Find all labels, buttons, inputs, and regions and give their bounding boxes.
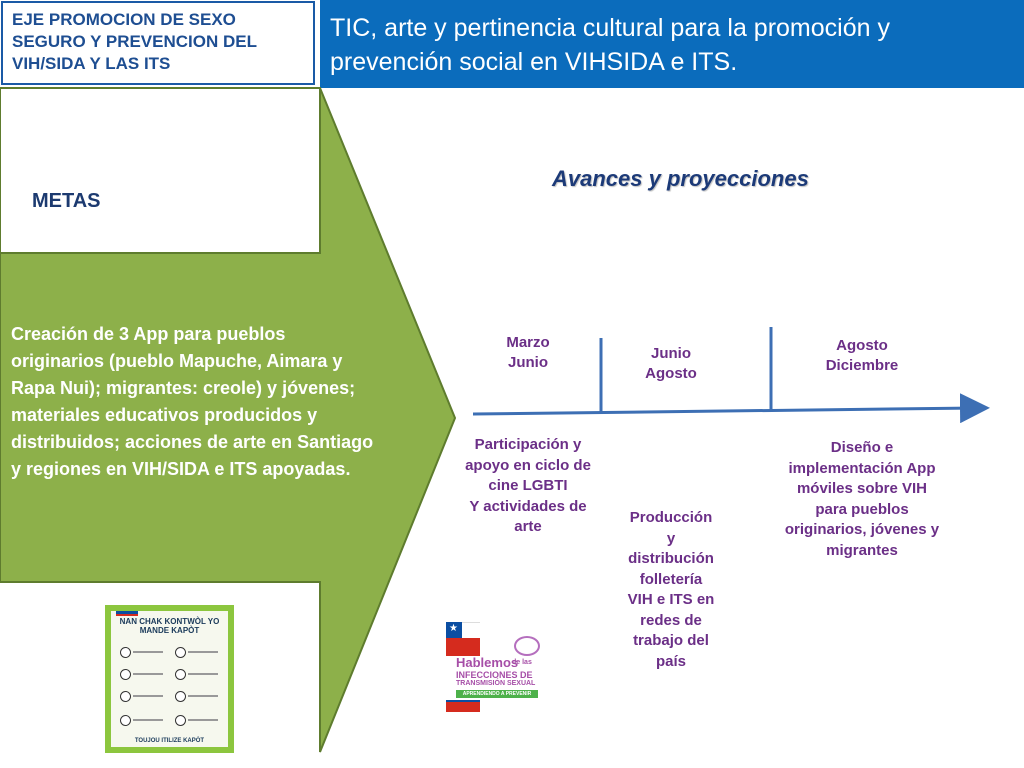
period-label-3: Agosto Diciembre bbox=[825, 337, 899, 374]
poster-flag-icon bbox=[116, 611, 138, 614]
hablemos-its-logo: ★ Hablemos de las INFECCIONES DE TRANSMI… bbox=[446, 622, 546, 714]
speech-bubble-icon bbox=[514, 636, 540, 656]
poster-step-icon bbox=[175, 669, 186, 680]
poster-step-icon bbox=[120, 647, 131, 658]
poster-step-icon bbox=[120, 669, 131, 680]
poster-title: NAN CHAK KONTWÒL YO MANDE KAPÒT bbox=[119, 617, 220, 635]
metas-box bbox=[0, 87, 321, 254]
poster-text-line bbox=[133, 719, 163, 721]
logo-flag-blue bbox=[446, 622, 462, 638]
title-bar bbox=[320, 0, 1024, 88]
activity-3: Diseño e implementación App móviles sobr… bbox=[784, 439, 940, 559]
period-label-1: Marzo Junio bbox=[506, 334, 550, 371]
logo-tagline: APRENDIENDO A PREVENIR bbox=[456, 690, 538, 698]
poster-step-icon bbox=[175, 691, 186, 702]
metas-label: METAS bbox=[32, 190, 101, 212]
poster-text-line bbox=[188, 673, 218, 675]
poster-step-icon bbox=[120, 715, 131, 726]
logo-hablemos: Hablemos bbox=[456, 655, 519, 670]
logo-de-las: de las bbox=[512, 659, 532, 666]
poster-text-line bbox=[133, 673, 163, 675]
star-icon: ★ bbox=[449, 623, 458, 634]
poster-footer: TOUJOU ITILIZE KAPÒT bbox=[134, 738, 205, 744]
poster-text-line bbox=[188, 695, 218, 697]
slide-title: TIC, arte y pertinencia cultural para la… bbox=[330, 14, 890, 76]
poster-step-icon bbox=[175, 715, 186, 726]
poster-step-icon bbox=[175, 647, 186, 658]
poster-text-line bbox=[133, 651, 163, 653]
poster-text-line bbox=[188, 651, 218, 653]
poster-step-icon bbox=[120, 691, 131, 702]
goal-text: Creación de 3 App para pueblos originari… bbox=[11, 324, 374, 479]
poster-text-line bbox=[188, 719, 218, 721]
logo-flag-red bbox=[446, 638, 480, 656]
logo-flag-white bbox=[462, 622, 480, 639]
eje-title-box: EJE PROMOCION DE SEXO SEGURO Y PREVENCIO… bbox=[1, 1, 315, 85]
logo-stripe-blue bbox=[446, 700, 480, 703]
activity-1: Participación y apoyo en ciclo de cine L… bbox=[465, 436, 591, 535]
section-title: Avances y proyecciones bbox=[552, 166, 809, 191]
poster-body: NAN CHAK KONTWÒL YO MANDE KAPÒT TOUJOU I… bbox=[111, 611, 228, 747]
logo-transmision: TRANSMISIÓN SEXUAL bbox=[456, 680, 536, 687]
creole-poster-image: NAN CHAK KONTWÒL YO MANDE KAPÒT TOUJOU I… bbox=[105, 605, 234, 753]
timeline-axis bbox=[472, 393, 990, 424]
logo-infecciones: INFECCIONES DE bbox=[456, 670, 533, 680]
eje-title: EJE PROMOCION DE SEXO SEGURO Y PREVENCIO… bbox=[12, 10, 257, 73]
poster-text-line bbox=[133, 695, 163, 697]
poster-flag-stripe bbox=[116, 614, 138, 616]
period-label-2: Junio Agosto bbox=[645, 345, 697, 382]
activity-2: Producción y distribución folletería VIH… bbox=[627, 509, 715, 670]
logo-stripe-red bbox=[446, 702, 480, 712]
